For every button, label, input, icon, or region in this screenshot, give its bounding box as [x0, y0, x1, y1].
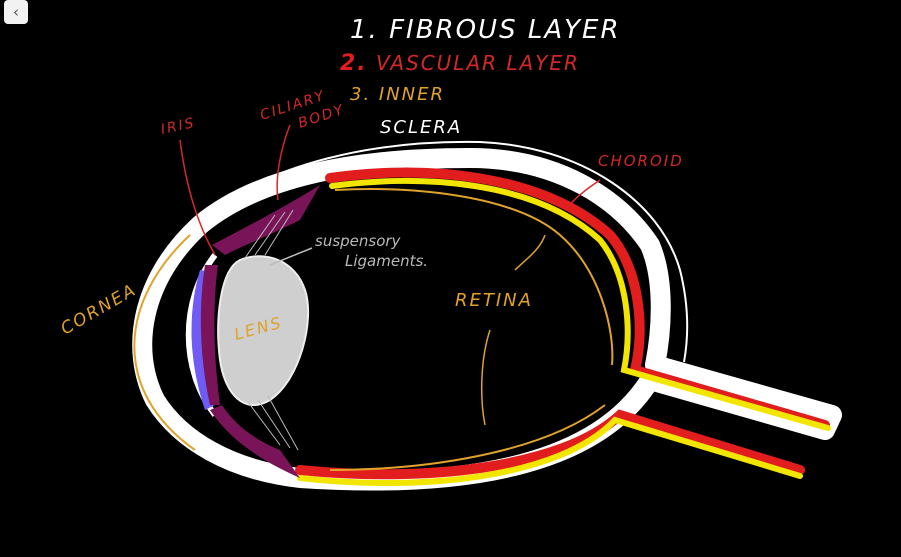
legend-vascular: VASCULAR LAYER: [376, 51, 580, 75]
label-cornea: CORNEA: [58, 280, 141, 339]
annotation-arrows: [179, 124, 601, 426]
iris-lower: [210, 405, 300, 478]
retina-layer: [297, 177, 831, 486]
sclera-outline: [189, 140, 689, 363]
retina-bracket: [133, 188, 614, 471]
label-retina: RETINA: [455, 290, 533, 311]
back-button[interactable]: ‹: [4, 0, 28, 24]
label-ligaments: Ligaments.: [345, 252, 428, 270]
legend-fibrous: 1. FIBROUS LAYER: [350, 15, 621, 45]
suspensory-ligaments: [244, 209, 299, 451]
label-suspensory: suspensory: [315, 232, 402, 250]
label-choroid: CHOROID: [598, 152, 684, 170]
label-iris: IRIS: [160, 115, 197, 138]
legend-vascular-num: 2.: [340, 51, 368, 76]
iris-upper: [212, 185, 320, 255]
legend-inner: 3. INNER: [350, 84, 445, 105]
label-sclera: SCLERA: [380, 117, 462, 138]
iris-front: [200, 265, 220, 405]
chevron-left-icon: ‹: [13, 3, 19, 21]
